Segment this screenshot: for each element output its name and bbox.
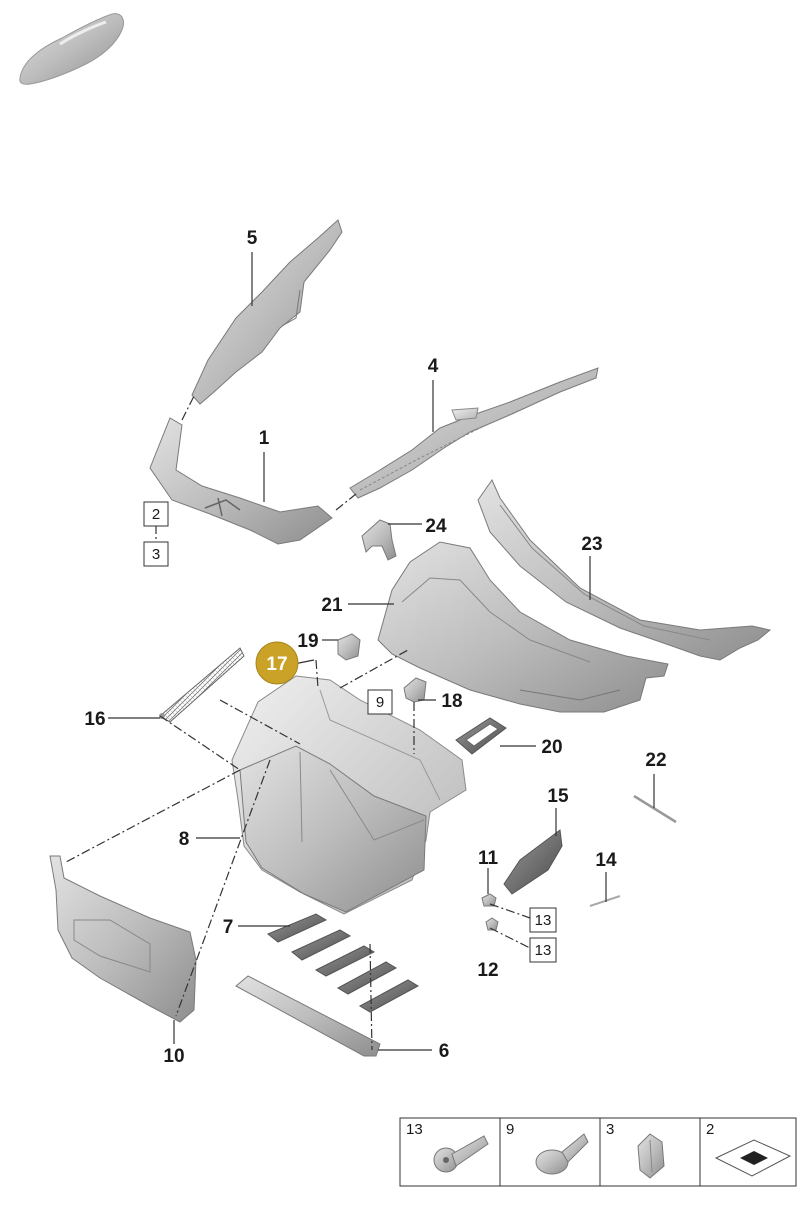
callout-4[interactable]: 4: [428, 356, 439, 377]
part-4-long-seal-strip: [349, 367, 599, 499]
part-8-trunk-tub: [231, 675, 467, 915]
callout-7[interactable]: 7: [223, 917, 234, 938]
ref-box-13-upper[interactable]: 13: [529, 907, 557, 933]
svg-text:3: 3: [606, 1121, 614, 1138]
part-21-rear-shelf-panel: [377, 541, 669, 713]
car-silhouette-icon: [19, 13, 125, 85]
part-5-upper-trim: [191, 219, 343, 405]
callout-5[interactable]: 5: [247, 228, 258, 249]
callout-15[interactable]: 15: [547, 786, 569, 807]
fastener-legend: 13 9 3 2: [399, 1117, 797, 1187]
callout-17-highlighted[interactable]: 17: [255, 641, 299, 685]
part-10-side-liner: [49, 855, 197, 1023]
part-19-clip: [337, 633, 361, 661]
callout-24[interactable]: 24: [425, 516, 447, 537]
part-16-luggage-net: [159, 647, 245, 723]
push-rivet-icon: [535, 1133, 589, 1175]
svg-text:13: 13: [535, 912, 552, 929]
svg-text:17: 17: [266, 654, 287, 675]
callout-19[interactable]: 19: [297, 631, 318, 652]
callout-23[interactable]: 23: [581, 534, 602, 555]
ref-box-3[interactable]: 3: [143, 541, 169, 567]
callout-16[interactable]: 16: [84, 709, 105, 730]
callout-20[interactable]: 20: [541, 737, 562, 758]
callout-21[interactable]: 21: [321, 595, 343, 616]
callout-6[interactable]: 6: [439, 1041, 450, 1062]
part-18-bracket: [403, 677, 427, 703]
part-7-foam-pads: [267, 913, 420, 1013]
callout-10[interactable]: 10: [163, 1046, 184, 1067]
callout-8[interactable]: 8: [179, 829, 190, 850]
svg-text:13: 13: [535, 942, 552, 959]
callouts: 5 4 1 24 23 21 19 18 16 20 22 15 8 11 14…: [84, 228, 666, 1067]
part-20-frame: [455, 717, 507, 755]
legend-cell-9[interactable]: 9: [506, 1121, 589, 1175]
part-15-side-panel: [503, 829, 563, 895]
callout-18[interactable]: 18: [441, 691, 462, 712]
ref-box-13-lower[interactable]: 13: [529, 937, 557, 963]
callout-1[interactable]: 1: [259, 428, 270, 449]
callout-11[interactable]: 11: [478, 848, 499, 869]
svg-text:9: 9: [506, 1121, 514, 1138]
part-11-clip: [481, 893, 497, 907]
svg-text:13: 13: [406, 1121, 423, 1138]
svg-text:3: 3: [152, 546, 160, 563]
part-22-rod: [633, 794, 677, 824]
part-23-cowl-panel: [477, 478, 772, 661]
part-24-bracket: [361, 519, 397, 561]
boxed-refs: 2 3 9 13 13: [143, 501, 557, 963]
svg-text:2: 2: [706, 1121, 714, 1138]
screw-icon: [433, 1135, 489, 1173]
clip-nut-icon: [637, 1133, 665, 1179]
callout-14[interactable]: 14: [595, 850, 617, 871]
part-12-clip: [485, 917, 499, 931]
legend-cell-3[interactable]: 3: [606, 1121, 665, 1179]
ref-box-2[interactable]: 2: [143, 501, 169, 527]
legend-cell-13[interactable]: 13: [406, 1121, 489, 1173]
part-14-pin: [589, 895, 621, 907]
legend-cell-2[interactable]: 2: [706, 1121, 792, 1177]
svg-text:2: 2: [152, 506, 160, 523]
leader-lines: [108, 252, 655, 1051]
part-1-rear-trim-panel: [149, 417, 333, 545]
callout-12[interactable]: 12: [477, 960, 498, 981]
square-pad-icon: [714, 1139, 792, 1177]
callout-22[interactable]: 22: [645, 750, 666, 771]
svg-text:9: 9: [376, 694, 384, 711]
ref-box-9[interactable]: 9: [367, 689, 393, 715]
